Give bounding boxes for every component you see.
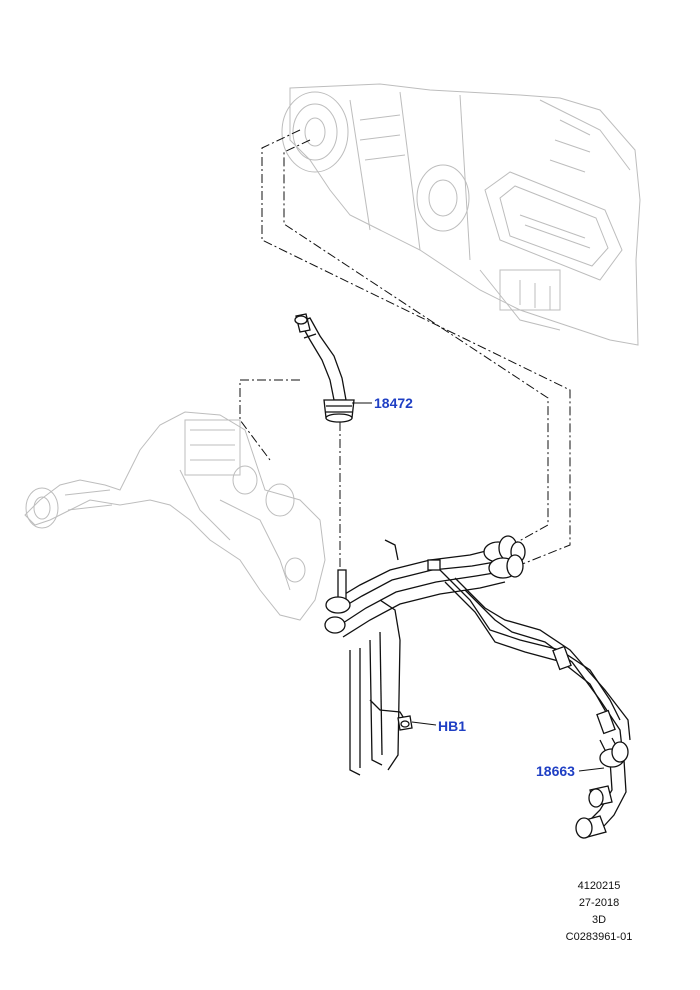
view-type: 3D [591, 914, 607, 926]
callout-hb1[interactable]: HB1 [438, 718, 467, 734]
engine-component-ghosted [24, 411, 326, 621]
heater-hose-assembly-18663 [334, 539, 631, 827]
bolt-hb1 [397, 715, 413, 731]
alignment-lines [239, 129, 571, 580]
callout-18663[interactable]: 18663 [536, 763, 575, 779]
hose-connectors [324, 535, 629, 839]
illustration-number: 4120215 [577, 880, 621, 892]
hvac-housing-ghosted [281, 83, 641, 346]
leader-lines [352, 402, 605, 772]
model-year-range: 27-2018 [578, 897, 620, 909]
drawing-code: C0283961-01 [565, 931, 633, 943]
callout-18472[interactable]: 18472 [374, 395, 413, 411]
coolant-hose-18472 [294, 313, 355, 423]
